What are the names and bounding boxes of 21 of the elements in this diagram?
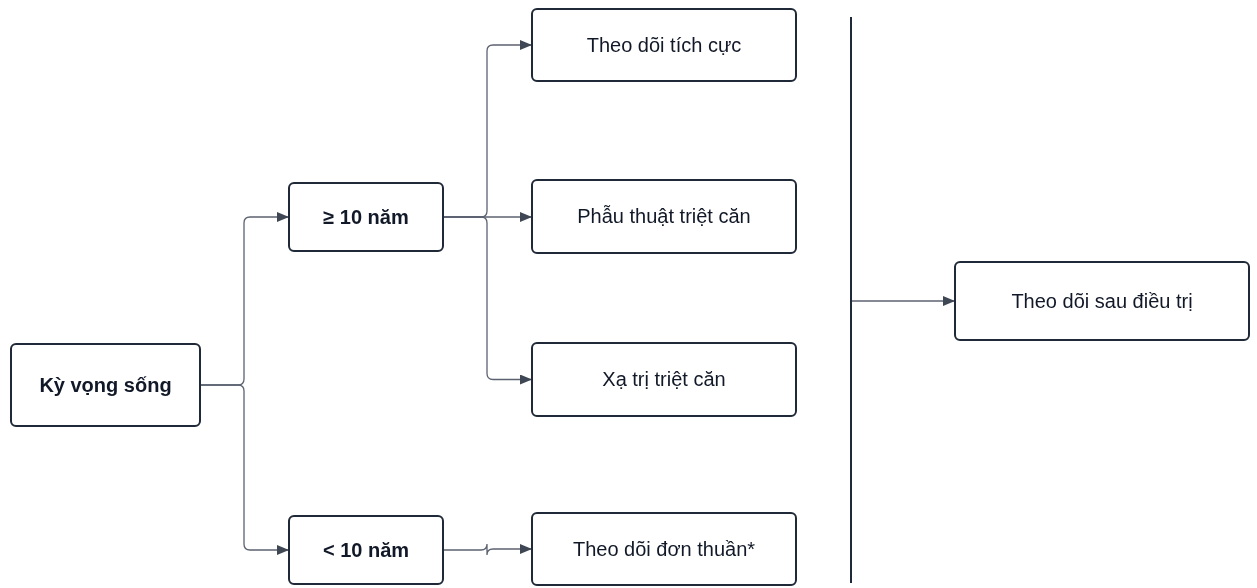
box-label: Theo dõi tích cực [586, 32, 742, 58]
process-box [954, 261, 1250, 341]
box-label: Phẫu thuật triệt căn [577, 204, 751, 229]
process-box [10, 343, 201, 427]
arrow [443, 216, 532, 385]
box-label: < 10 năm [322, 537, 410, 563]
arrow [851, 296, 955, 306]
divider-bar [850, 17, 852, 583]
arrow [443, 543, 532, 556]
arrow [200, 384, 289, 555]
box-label: Kỳ vọng sống [39, 372, 172, 398]
box-label: Xạ trị triệt căn [602, 367, 726, 392]
process-box [531, 8, 797, 82]
box-label: Theo dõi đơn thuần* [572, 536, 756, 562]
process-box [288, 515, 444, 585]
box-label: ≥ 10 năm [323, 204, 409, 230]
process-box [531, 512, 797, 586]
process-box [288, 182, 444, 252]
box-label: Theo dõi sau điều trị [1011, 288, 1193, 314]
process-box [531, 342, 797, 417]
process-box [531, 179, 797, 254]
